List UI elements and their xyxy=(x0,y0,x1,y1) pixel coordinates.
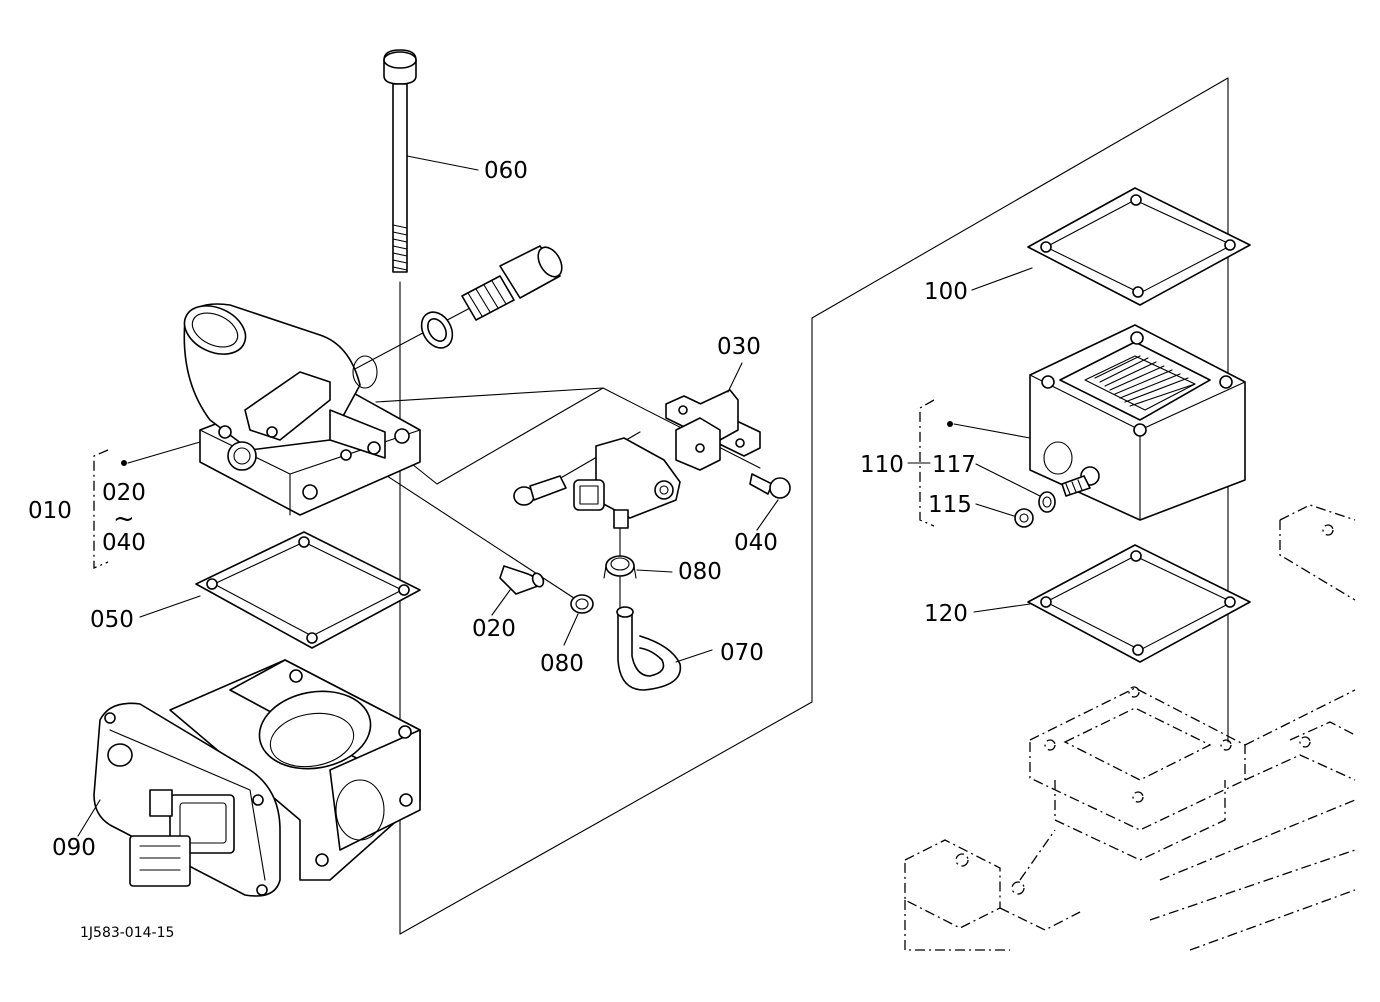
label-100: 100 xyxy=(924,279,968,305)
label-117: 117 xyxy=(932,452,976,478)
label-tilde: ~ xyxy=(113,504,135,534)
intake-manifold-phantom xyxy=(904,504,1356,951)
hose-070[interactable] xyxy=(616,606,682,691)
label-010: 010 xyxy=(28,498,72,524)
gasket-120[interactable] xyxy=(1027,544,1251,663)
label-030: 030 xyxy=(717,334,761,360)
sensor-block[interactable] xyxy=(573,437,681,529)
nut-115[interactable] xyxy=(1014,508,1034,528)
label-090: 090 xyxy=(52,835,96,861)
intake-heater-110[interactable] xyxy=(1029,324,1246,521)
label-070: 070 xyxy=(720,640,764,666)
part-labels: 060 030 040 010 020 ~ 040 050 020 080 08… xyxy=(28,158,976,941)
drawing-code: 1J583-014-15 xyxy=(80,925,174,941)
screw-040-left[interactable] xyxy=(513,475,567,506)
label-080-lower: 080 xyxy=(540,651,584,677)
leader-lines xyxy=(77,155,1041,837)
label-080-upper: 080 xyxy=(678,559,722,585)
label-040-right: 040 xyxy=(734,530,778,556)
bolt-060[interactable] xyxy=(383,49,417,273)
pin-020[interactable] xyxy=(499,565,545,595)
frame-lines xyxy=(352,77,1229,935)
label-110: 110 xyxy=(860,452,904,478)
clamp-080-upper[interactable] xyxy=(603,555,637,579)
group-brackets xyxy=(93,399,935,569)
label-060: 060 xyxy=(484,158,528,184)
label-120: 120 xyxy=(924,601,968,627)
label-115: 115 xyxy=(928,492,972,518)
label-020: 020 xyxy=(472,616,516,642)
gasket-050[interactable] xyxy=(195,531,421,649)
screw-040-right[interactable] xyxy=(749,473,791,499)
egr-valve-090[interactable] xyxy=(93,659,421,897)
bracket-030[interactable] xyxy=(665,389,761,471)
gasket-100[interactable] xyxy=(1027,187,1251,306)
clamp-080-lower[interactable] xyxy=(570,594,594,614)
washer-117[interactable] xyxy=(1038,491,1056,513)
sensor-part[interactable] xyxy=(415,243,566,353)
thermostat-housing[interactable] xyxy=(177,297,421,516)
label-020-group: 020 xyxy=(102,480,146,506)
label-040-group: 040 xyxy=(102,530,146,556)
label-050: 050 xyxy=(90,607,134,633)
